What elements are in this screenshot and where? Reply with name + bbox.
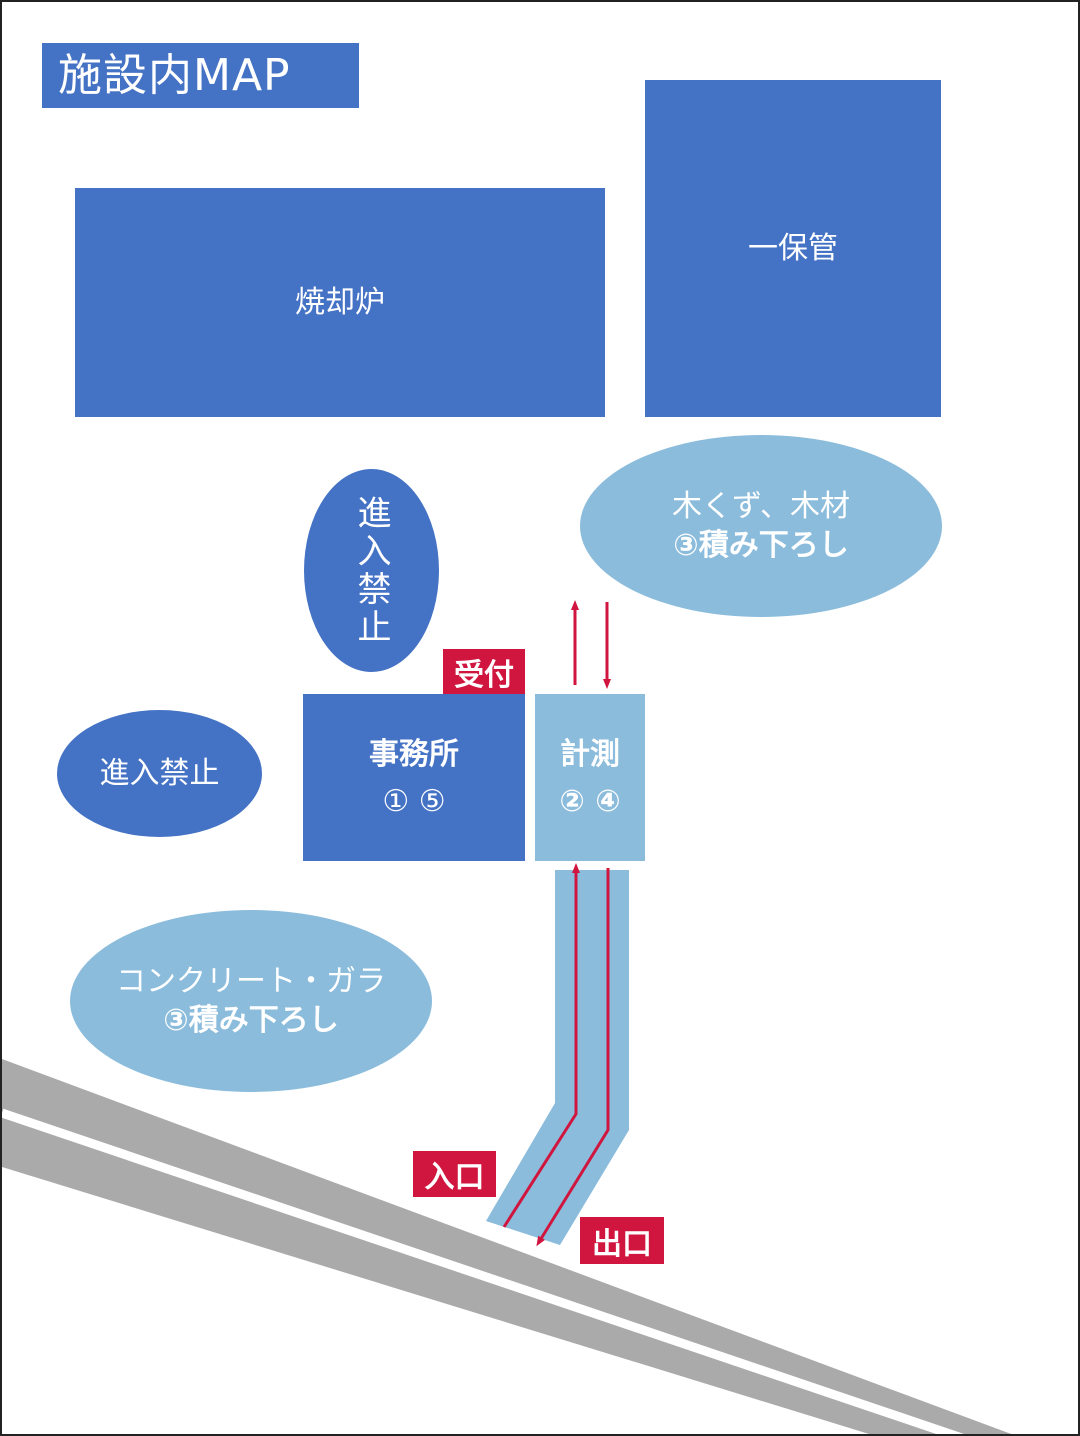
main-road xyxy=(2,1059,1012,1434)
storage-building[interactable]: 一保管 xyxy=(645,80,941,417)
office-building[interactable]: 事務所 ① ⑤ xyxy=(303,694,525,861)
wood-zone-label: 木くず、木材 xyxy=(672,489,850,524)
weighing-label: 計測 xyxy=(560,736,620,772)
concrete-zone-step: ③積み下ろし xyxy=(163,1003,339,1038)
storage-label: 一保管 xyxy=(748,231,838,266)
entrance-tag: 入口 xyxy=(413,1151,496,1197)
map-title: 施設内MAP xyxy=(42,43,359,108)
exit-tag: 出口 xyxy=(580,1217,664,1264)
weighing-steps: ② ④ xyxy=(559,783,621,819)
no-entry-label-left: 進入禁止 xyxy=(99,756,220,791)
incinerator-label: 焼却炉 xyxy=(295,285,385,320)
no-entry-zone-top: 進入禁止 xyxy=(304,469,439,672)
reception-tag: 受付 xyxy=(443,649,525,694)
no-entry-label-top: 進入禁止 xyxy=(351,494,391,647)
wood-unloading-zone[interactable]: 木くず、木材 ③積み下ろし xyxy=(580,435,942,617)
wood-zone-step: ③積み下ろし xyxy=(673,528,849,563)
road-center-line xyxy=(2,1108,964,1434)
weighing-station[interactable]: 計測 ② ④ xyxy=(535,694,645,861)
office-steps: ① ⑤ xyxy=(382,783,446,819)
concrete-unloading-zone[interactable]: コンクリート・ガラ ③積み下ろし xyxy=(70,910,432,1092)
driveway xyxy=(486,870,629,1245)
office-label: 事務所 xyxy=(369,736,459,772)
concrete-zone-label: コンクリート・ガラ xyxy=(116,964,386,999)
incinerator-building[interactable]: 焼却炉 xyxy=(75,188,605,417)
no-entry-zone-left: 進入禁止 xyxy=(57,710,262,837)
